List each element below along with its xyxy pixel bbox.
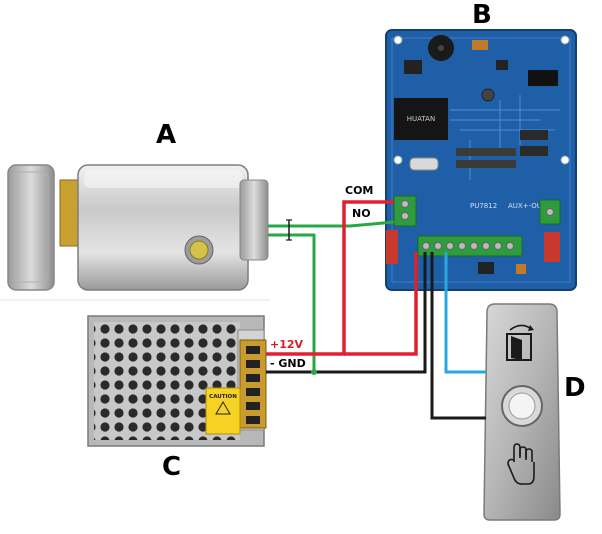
lock-strike-plate <box>7 164 55 291</box>
svg-text:PU7812: PU7812 <box>470 202 497 210</box>
power-supply: CAUTION <box>87 315 267 447</box>
red-wire-com <box>266 200 394 356</box>
exit-button-panel <box>483 303 561 521</box>
relay-terminal-block <box>393 195 417 227</box>
svg-text:CAUTION: CAUTION <box>209 394 237 400</box>
door-exit-icon <box>506 324 534 361</box>
wire-label-no: NO <box>352 207 371 220</box>
electric-lock <box>7 164 269 291</box>
wire-label-plus12v: +12V <box>270 338 304 351</box>
blue-wire-exit <box>444 252 486 374</box>
controller-board: HUATAN PU7812 AUX+-OUT <box>385 29 577 291</box>
label-power-supply: C <box>162 452 182 482</box>
wires <box>266 200 486 420</box>
psu-caution-label <box>205 387 241 435</box>
green-wire-to-no <box>268 220 395 228</box>
green-wire-to-gnd <box>268 233 316 372</box>
label-lock: A <box>156 120 177 150</box>
wire-label-com: COM <box>345 184 374 197</box>
wire-label-gnd: - GND <box>270 357 306 370</box>
psu-terminal-block <box>239 339 267 429</box>
svg-text:HUATAN: HUATAN <box>407 115 435 123</box>
svg-text:AUX+-OUT: AUX+-OUT <box>508 202 547 210</box>
microcontroller-chip <box>394 98 448 140</box>
black-wire-gnd <box>266 252 427 374</box>
label-controller: B <box>472 0 492 30</box>
black-wire-to-button <box>430 252 486 420</box>
hand-press-icon <box>507 443 535 485</box>
label-exit-button: D <box>564 373 586 403</box>
red-wire-plus12v <box>344 252 418 356</box>
